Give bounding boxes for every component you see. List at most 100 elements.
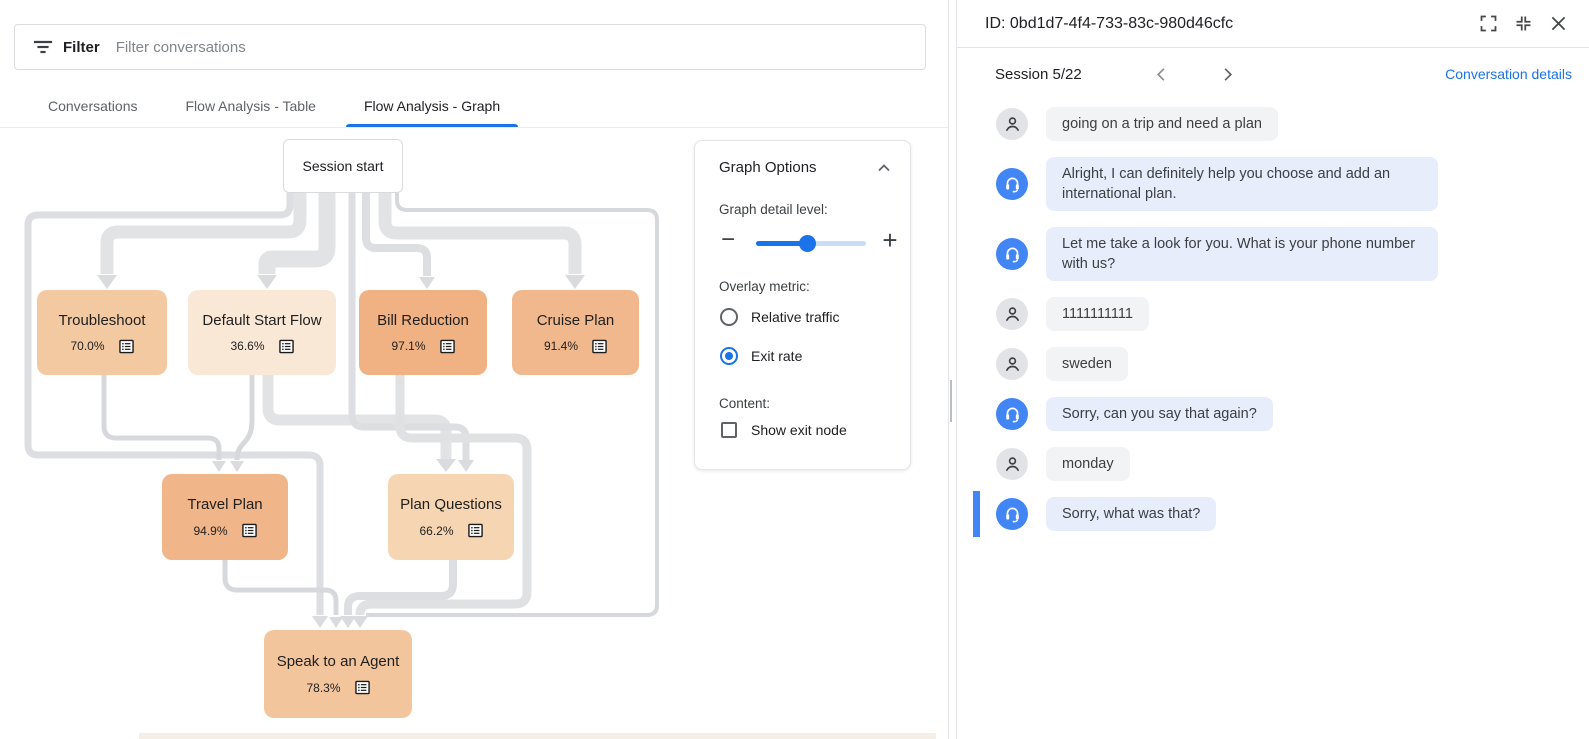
exit-rate-value: 78.3% — [306, 680, 341, 695]
message-text: sweden — [1062, 356, 1112, 372]
previous-session-button[interactable] — [1152, 65, 1171, 84]
session-nav-row: Session 5/22 Conversation details — [957, 48, 1589, 100]
node-details-icon[interactable] — [354, 680, 370, 695]
node-details-icon[interactable] — [118, 339, 134, 354]
message-text: Let me take a look for you. What is your… — [1062, 236, 1416, 272]
conversation-details-panel: ID: 0bd1d7-4f4-733-83c-980d46cfc Session… — [956, 0, 1589, 739]
collapse-chevron-up-icon[interactable] — [874, 158, 894, 178]
session-start-label: Session start — [302, 158, 384, 174]
message-bubble: Sorry, what was that? — [1046, 497, 1217, 531]
detail-level-slider[interactable] — [756, 235, 866, 252]
message-text: going on a trip and need a plan — [1062, 116, 1262, 132]
detail-increase-button[interactable]: + — [882, 225, 898, 255]
chat-message[interactable]: Sorry, what was that? — [973, 491, 1569, 537]
chat-message[interactable]: Sorry, can you say that again? — [996, 397, 1569, 431]
user-avatar-icon — [1005, 306, 1019, 321]
content-label: Content: — [719, 396, 771, 411]
node-details-icon[interactable] — [439, 339, 455, 354]
radio-relative-traffic[interactable]: Relative traffic — [720, 308, 839, 326]
next-session-button[interactable] — [1218, 65, 1237, 84]
agent-headset-icon — [1005, 247, 1019, 263]
graph-node-plan-questions[interactable]: Plan Questions 66.2% — [388, 474, 514, 560]
message-text: 1111111111 — [1062, 306, 1133, 322]
graph-node-default-start-flow[interactable]: Default Start Flow 36.6% — [188, 290, 336, 375]
exit-rate-value: 66.2% — [419, 523, 454, 538]
radio-relative-traffic-label: Relative traffic — [751, 309, 840, 325]
graph-node-label: Travel Plan — [187, 496, 263, 513]
exit-rate-value: 36.6% — [230, 339, 265, 353]
filter-bar[interactable]: Filter Filter conversations — [14, 24, 926, 70]
close-icon[interactable] — [1548, 13, 1569, 34]
graph-node-troubleshoot[interactable]: Troubleshoot 70.0% — [37, 290, 167, 375]
conversation-header: ID: 0bd1d7-4f4-733-83c-980d46cfc — [957, 0, 1589, 48]
tab-bar: Conversations Flow Analysis - Table Flow A… — [0, 86, 524, 127]
radio-exit-rate-label: Exit rate — [751, 348, 803, 364]
chat-message[interactable]: 1111111111 — [996, 297, 1569, 331]
fullscreen-icon[interactable] — [1478, 13, 1499, 34]
graph-node-label: Plan Questions — [400, 496, 502, 513]
user-avatar — [996, 448, 1028, 480]
chat-message[interactable]: monday — [996, 447, 1569, 481]
chat-message[interactable]: Alright, I can definitely help you choos… — [996, 157, 1569, 211]
slider-fill — [756, 241, 807, 246]
resize-grip-icon — [950, 380, 956, 422]
graph-detail-level-label: Graph detail level: — [719, 202, 828, 217]
agent-headset-icon — [1005, 177, 1019, 193]
checkbox-icon — [721, 422, 737, 438]
detail-decrease-button[interactable]: − — [720, 226, 735, 253]
tab-flow-analysis-graph[interactable]: Flow Analysis - Graph — [340, 86, 524, 127]
graph-node-cruise-plan[interactable]: Cruise Plan 91.4% — [512, 290, 639, 375]
user-avatar-icon — [1005, 356, 1019, 371]
radio-icon — [720, 308, 738, 326]
graph-node-session-start[interactable]: Session start — [283, 139, 403, 193]
flow-analysis-panel: Filter Filter conversations Conversation… — [0, 0, 949, 739]
chat-message[interactable]: sweden — [996, 347, 1569, 381]
node-details-icon[interactable] — [278, 339, 294, 354]
message-bubble: monday — [1046, 447, 1130, 481]
chat-message[interactable]: going on a trip and need a plan — [996, 107, 1569, 141]
node-details-icon[interactable] — [592, 339, 607, 354]
agent-avatar — [996, 498, 1028, 530]
user-avatar — [996, 298, 1028, 330]
message-bubble: sweden — [1046, 347, 1128, 381]
user-avatar — [996, 108, 1028, 140]
exit-rate-value: 97.1% — [391, 339, 426, 353]
message-text: Sorry, can you say that again? — [1062, 406, 1257, 422]
agent-headset-icon — [1005, 507, 1019, 523]
graph-node-speak-to-an-agent[interactable]: Speak to an Agent 78.3% — [264, 630, 412, 718]
graph-node-label: Bill Reduction — [377, 311, 469, 329]
exit-rate-value: 70.0% — [70, 339, 105, 353]
show-exit-node-checkbox[interactable]: Show exit node — [721, 422, 847, 438]
graph-node-bill-reduction[interactable]: Bill Reduction 97.1% — [359, 290, 487, 375]
tab-flow-analysis-table[interactable]: Flow Analysis - Table — [185, 98, 316, 114]
graph-options-title: Graph Options — [719, 159, 817, 176]
graph-scroll-strip — [139, 733, 936, 739]
message-bubble: 1111111111 — [1046, 297, 1149, 331]
filter-icon — [33, 40, 53, 54]
exit-fullscreen-icon[interactable] — [1513, 13, 1534, 34]
chat-message[interactable]: Let me take a look for you. What is your… — [996, 227, 1569, 281]
overlay-metric-label: Overlay metric: — [719, 279, 810, 294]
exit-rate-value: 91.4% — [543, 339, 579, 353]
graph-node-travel-plan[interactable]: Travel Plan 94.9% — [162, 474, 288, 560]
agent-avatar — [996, 398, 1028, 430]
message-text: Alright, I can definitely help you choos… — [1062, 166, 1391, 202]
session-counter: Session 5/22 — [995, 65, 1082, 83]
tab-conversations[interactable]: Conversations — [48, 98, 138, 114]
user-avatar-icon — [1005, 116, 1019, 131]
node-details-icon[interactable] — [241, 523, 257, 538]
message-bubble: Sorry, can you say that again? — [1046, 397, 1273, 431]
message-text: monday — [1062, 456, 1114, 472]
radio-exit-rate[interactable]: Exit rate — [720, 347, 802, 365]
transcript: going on a trip and need a plan Alright,… — [957, 100, 1589, 739]
conversation-id-title: ID: 0bd1d7-4f4-733-83c-980d46cfc — [985, 14, 1234, 32]
user-avatar-icon — [1005, 456, 1019, 471]
node-details-icon[interactable] — [467, 523, 483, 538]
graph-node-label: Speak to an Agent — [276, 653, 400, 670]
agent-avatar — [996, 168, 1028, 200]
graph-options-card: Graph Options Graph detail level: − + Ov… — [694, 140, 911, 470]
panel-resize-handle[interactable] — [949, 0, 956, 739]
slider-thumb[interactable] — [798, 235, 816, 252]
show-exit-node-label: Show exit node — [751, 422, 847, 438]
conversation-details-link[interactable]: Conversation details — [1445, 66, 1572, 82]
